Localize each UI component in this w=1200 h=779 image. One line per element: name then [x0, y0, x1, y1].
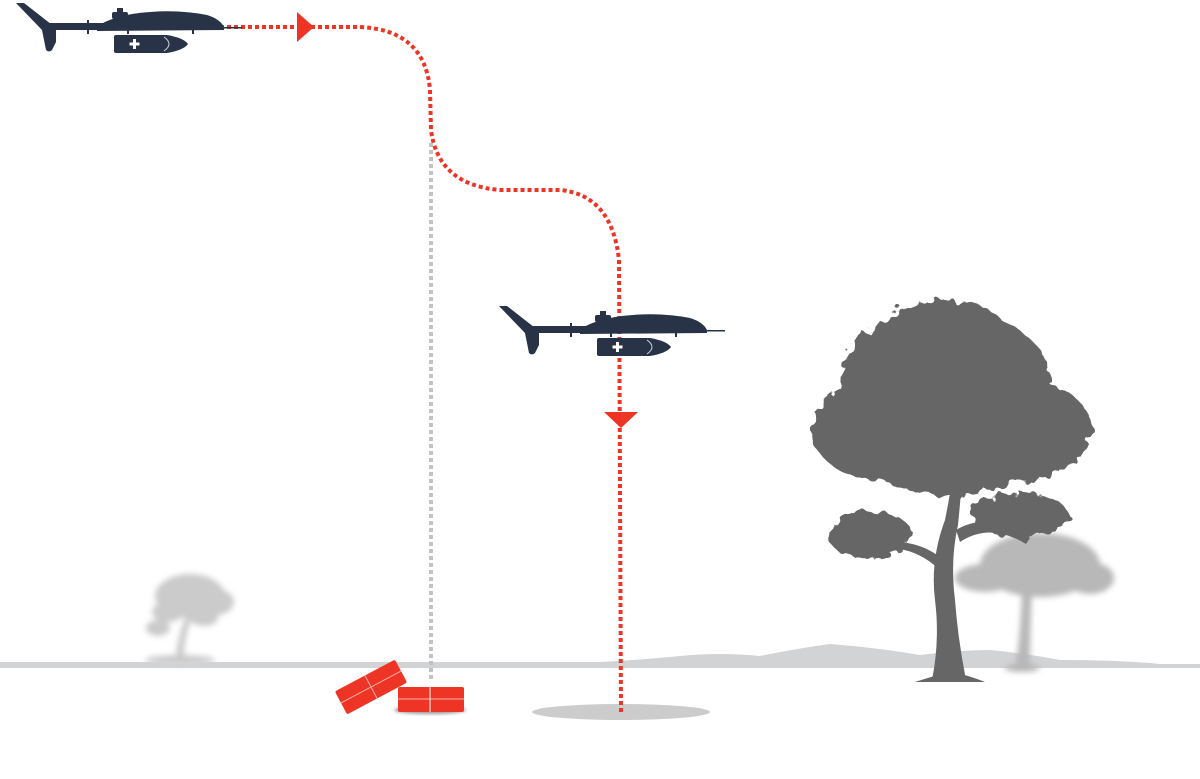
- direction-arrow-down: [604, 412, 638, 428]
- flight-path: [220, 12, 638, 713]
- package-upright: [398, 687, 464, 712]
- packages: [335, 660, 466, 714]
- ground: [0, 644, 1200, 668]
- drone: [498, 305, 726, 357]
- tree: [812, 300, 1092, 682]
- tree-shadow: [955, 533, 1114, 672]
- drone: [15, 2, 243, 54]
- background-tree-left: [145, 574, 234, 665]
- package-tilted: [335, 660, 407, 714]
- direction-arrow-right: [297, 12, 314, 42]
